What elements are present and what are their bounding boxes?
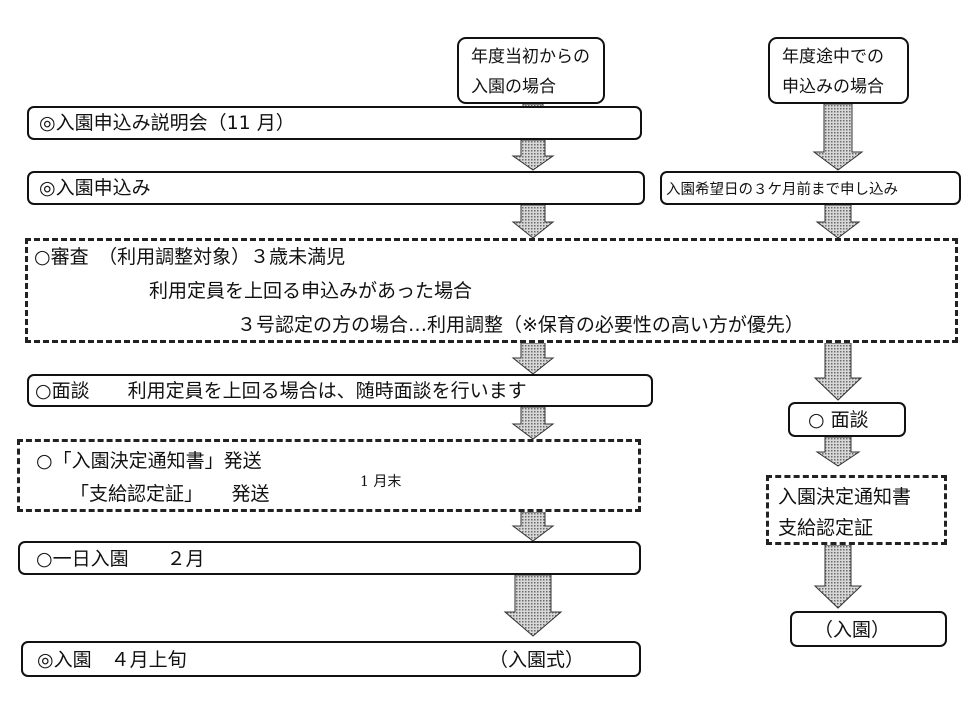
step-admission: ◎入園 ４月上旬 （入園式） — [21, 641, 641, 677]
arrow-mid-header-to-deadline — [812, 103, 864, 171]
step-admission-ceremony: （入園式） — [489, 649, 585, 671]
right-docs-line1: 入園決定通知書 — [778, 486, 912, 508]
screening-line3: ３号認定の方の場合…利用調整（※保育の必要性の高い方が優先） — [237, 314, 804, 336]
header-mid-line1: 年度途中での — [782, 47, 884, 67]
notice-note: 1 月末 — [360, 474, 402, 490]
screening-line1: ○審査 （利用調整対象）３歳未満児 — [34, 246, 346, 268]
right-docs-line2: 支給認定証 — [778, 517, 874, 539]
step-interview-label: ○面談 利用定員を上回る場合は、随時面談を行います — [35, 380, 527, 402]
step-one-day: ○一日入園 ２月 — [18, 541, 641, 575]
header-mid-line2: 申込みの場合 — [782, 77, 884, 97]
header-start-line2: 入園の場合 — [471, 77, 556, 97]
screening-line2: 利用定員を上回る申込みがあった場合 — [149, 280, 473, 302]
step-right-admission: （入園） — [790, 611, 947, 647]
arrow-screening-to-interview — [511, 342, 555, 375]
step-right-admission-label: （入園） — [814, 619, 891, 641]
step-briefing: ◎入園申込み説明会（11 月） — [27, 106, 642, 140]
notice-line1: ○「入園決定通知書」発送 — [36, 450, 262, 472]
step-briefing-label: ◎入園申込み説明会（11 月） — [39, 112, 295, 134]
arrow-docs-to-right-admission — [813, 544, 863, 609]
arrow-interview-to-notice — [511, 406, 555, 440]
arrow-notice-to-one-day — [511, 511, 555, 542]
header-start-line1: 年度当初からの — [471, 47, 590, 67]
step-right-interview-label: ○ 面談 — [808, 409, 869, 431]
notice-line2: 「支給認定証」 発送 — [70, 483, 270, 505]
header-start-of-year: 年度当初からの 入園の場合 — [457, 37, 605, 104]
step-deadline-label: 入園希望日の３ケ月前まで申し込み — [666, 182, 898, 198]
arrow-screening-to-right-interview — [813, 342, 863, 401]
arrow-briefing-to-application — [511, 139, 555, 171]
step-admission-label: ◎入園 ４月上旬 — [37, 649, 187, 671]
step-screening: ○審査 （利用調整対象）３歳未満児 利用定員を上回る申込みがあった場合 ３号認定… — [25, 238, 958, 343]
step-notice: ○「入園決定通知書」発送 「支給認定証」 発送 1 月末 — [17, 439, 641, 512]
step-right-docs: 入園決定通知書 支給認定証 — [766, 475, 947, 545]
arrow-one-day-to-admission — [503, 574, 563, 637]
step-right-interview: ○ 面談 — [788, 402, 906, 437]
arrow-application-to-screening — [511, 204, 555, 239]
step-deadline: 入園希望日の３ケ月前まで申し込み — [660, 171, 961, 205]
step-interview: ○面談 利用定員を上回る場合は、随時面談を行います — [27, 374, 653, 407]
header-mid-year: 年度途中での 申込みの場合 — [768, 37, 909, 104]
step-application: ◎入園申込み — [27, 171, 645, 205]
arrow-interview-to-docs — [815, 436, 861, 467]
arrow-deadline-to-screening — [815, 204, 861, 239]
step-one-day-label: ○一日入園 ２月 — [36, 548, 205, 570]
step-application-label: ◎入園申込み — [39, 177, 151, 199]
